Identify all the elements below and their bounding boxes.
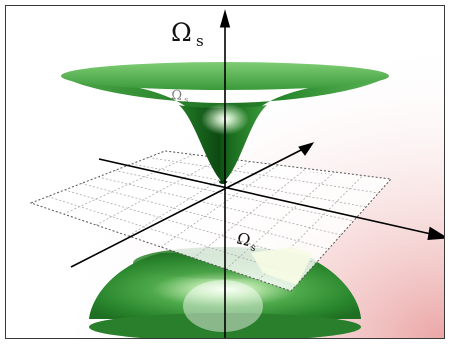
shadow-label: Ω — [171, 88, 183, 104]
vertical-axis-label: Ω — [171, 18, 192, 47]
shadow-label-subscript: s — [184, 95, 189, 104]
figure-frame: · · · · · · Ω s — [5, 5, 445, 339]
vertical-axis-label-subscript: s — [196, 32, 204, 50]
hyperboloid-diagram: · · · · · · Ω s — [6, 6, 445, 339]
